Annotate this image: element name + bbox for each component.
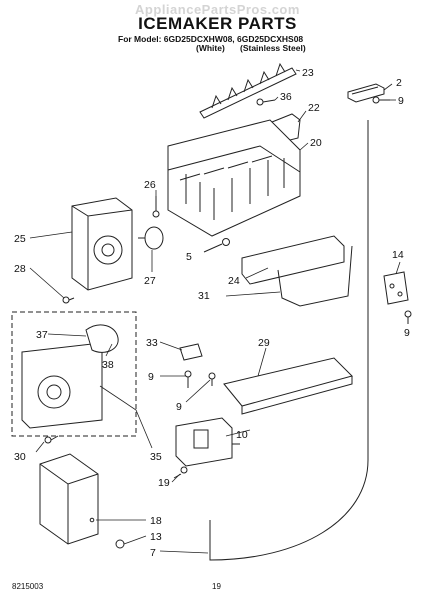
callout-20: 20 xyxy=(310,137,322,149)
part-31-shutoff-arm xyxy=(277,245,353,307)
page-title: ICEMAKER PARTS xyxy=(138,14,297,33)
part-25-housing xyxy=(71,197,133,291)
callout-29: 29 xyxy=(258,337,270,349)
callout-9c: 9 xyxy=(148,371,154,383)
callout-31: 31 xyxy=(198,290,210,302)
callout-30: 30 xyxy=(14,451,26,463)
callout-9b: 9 xyxy=(404,327,410,339)
part-29-plate xyxy=(223,357,353,415)
callout-25: 25 xyxy=(14,233,26,245)
callout-33: 33 xyxy=(146,337,158,349)
part-9-screw-c xyxy=(184,370,192,388)
callout-2: 2 xyxy=(396,77,402,89)
callout-9d: 9 xyxy=(176,401,182,413)
variant-stainless: (Stainless Steel) xyxy=(240,43,306,53)
page-number: 19 xyxy=(212,582,221,591)
part-14-bracket xyxy=(383,271,409,305)
callout-numbers: 23 2 9 36 22 20 26 25 5 27 24 28 31 14 9… xyxy=(14,67,410,559)
callout-19: 19 xyxy=(158,477,170,489)
part-10-water-valve xyxy=(175,417,240,467)
part-35-control-assembly xyxy=(11,311,137,437)
part-9-screw-d xyxy=(208,372,216,386)
part-18-access-cover xyxy=(39,453,99,545)
callout-26: 26 xyxy=(144,179,156,191)
callout-28: 28 xyxy=(14,263,26,275)
callout-9a: 9 xyxy=(398,95,404,107)
part-28-screw xyxy=(62,296,75,304)
callout-10: 10 xyxy=(236,429,248,441)
callout-18: 18 xyxy=(150,515,162,527)
model-line: For Model: 6GD25DCXHW08, 6GD25DCXHS08 xyxy=(118,34,304,44)
callout-35: 35 xyxy=(150,451,162,463)
part-2-clip xyxy=(347,83,385,103)
callout-37: 37 xyxy=(36,329,48,341)
callout-27: 27 xyxy=(144,275,156,287)
part-13-screw xyxy=(115,539,125,549)
part-20-ice-mold xyxy=(167,119,301,237)
part-19-screw xyxy=(173,466,188,479)
callout-22: 22 xyxy=(308,102,320,114)
callout-38: 38 xyxy=(102,359,114,371)
part-24-bracket xyxy=(241,235,345,285)
callout-5: 5 xyxy=(186,251,192,263)
part-36-screw xyxy=(256,98,276,106)
part-7-fill-tube xyxy=(209,120,369,561)
leader-lines xyxy=(29,69,401,554)
part-26-screw xyxy=(152,196,160,218)
part-23-ejector-rake xyxy=(199,62,297,119)
callout-23: 23 xyxy=(302,67,314,79)
part-5-screw xyxy=(203,238,230,253)
part-27-motor xyxy=(138,226,164,250)
variant-white: (White) xyxy=(196,43,225,53)
callout-36: 36 xyxy=(280,91,292,103)
doc-number: 8215003 xyxy=(12,582,44,591)
callout-14: 14 xyxy=(392,249,404,261)
part-9-screw-b xyxy=(404,310,412,324)
callout-24: 24 xyxy=(228,275,240,287)
part-33-cover xyxy=(179,343,203,361)
part-30-screw xyxy=(44,435,59,444)
watermark: AppliancePartsPros.com xyxy=(135,2,300,17)
callout-13: 13 xyxy=(150,531,162,543)
callout-7: 7 xyxy=(150,547,156,559)
part-9-screw-a xyxy=(372,96,390,104)
